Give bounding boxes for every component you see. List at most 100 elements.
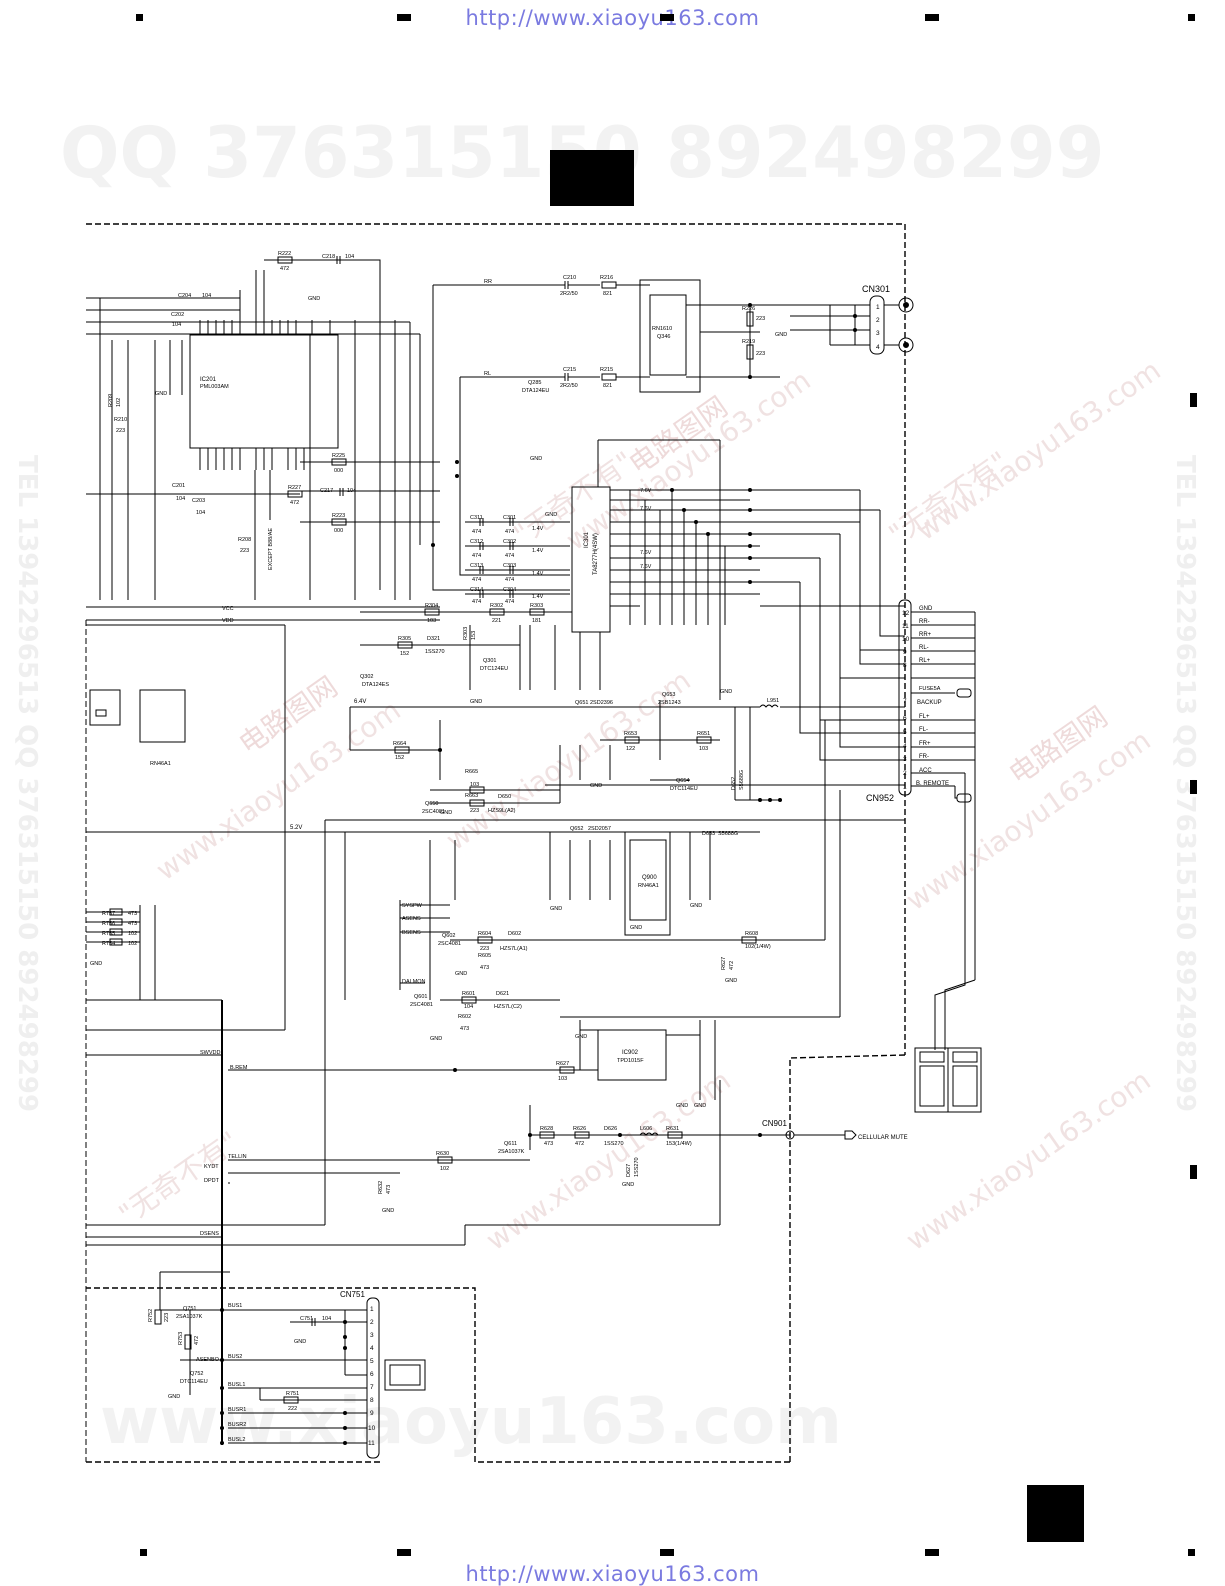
ic201-part: PML003AM <box>200 384 229 390</box>
gnd-label: GND <box>470 699 482 705</box>
transistor-part: 2SA1037K <box>176 1314 203 1320</box>
cn751-pin: 7 <box>370 1384 374 1391</box>
comp-ref: D653 <box>702 831 715 837</box>
transistor-part: 2SB1243 <box>658 700 681 706</box>
comp-ref: R753 <box>178 1332 184 1345</box>
signal-bus1: BUS1 <box>228 1303 242 1309</box>
comp-val: HZS9L(A2) <box>488 808 516 814</box>
transistor-ref: Q654 <box>676 778 689 784</box>
signal-busl1: BUSL1 <box>228 1382 245 1388</box>
cn901-label: CN901 <box>762 1119 787 1128</box>
comp-val: 474 <box>472 529 481 535</box>
signal-rl: RL <box>484 371 491 377</box>
signal-busr1: BUSR1 <box>228 1407 246 1413</box>
gnd-label: GND <box>775 332 787 338</box>
rail-1v4: 1.4V <box>532 594 544 600</box>
comp-ref: R222 <box>278 251 291 257</box>
reg-mark <box>925 14 939 21</box>
comp-val: 153(1/4W) <box>666 1141 692 1147</box>
reg-mark <box>1190 1165 1197 1179</box>
comp-ref: C312 <box>470 539 483 545</box>
comp-ref: R601 <box>462 991 475 997</box>
transistor-ref: Q752 <box>190 1371 203 1377</box>
q900-part: RN46A1 <box>638 883 659 889</box>
comp-ref: R305 <box>398 636 411 642</box>
transistor-part: DTA124ES <box>362 682 389 688</box>
rail-7v6: 7.6V <box>640 488 652 494</box>
comp-ref: R627 <box>721 957 727 970</box>
comp-ref: C204 <box>178 293 191 299</box>
comp-val: 472 <box>575 1141 584 1147</box>
comp-ref: C217 <box>320 488 333 494</box>
ic301-part: TA8277H(4SW) <box>593 533 599 575</box>
signal-tellin: TELLIN <box>228 1154 247 1160</box>
transistor-ref: Q601 <box>414 994 427 1000</box>
comp-ref: R303 <box>463 627 469 640</box>
gnd-label: GND <box>308 296 320 302</box>
comp-val: S5688G <box>739 770 745 790</box>
comp-val: 472 <box>280 266 289 272</box>
cn952-pin-num: 8 <box>903 662 907 669</box>
transistor-part: 2SC4081 <box>422 809 445 815</box>
comp-val: S5688G <box>718 831 738 837</box>
gnd-label: GND <box>690 903 702 909</box>
comp-val: 223 <box>756 351 765 357</box>
comp-ref: L951 <box>767 698 779 704</box>
rail-7v6: 7.6V <box>640 550 652 556</box>
cellular-mute-label: CELLULAR MUTE <box>858 1135 908 1141</box>
comp-ref: R663 <box>465 793 478 799</box>
gnd-label: GND <box>590 783 602 789</box>
ic902-part: TPD1015F <box>617 1058 644 1064</box>
cn952-pin-label: FL- <box>919 727 928 733</box>
signal-dpdt: DPDT <box>204 1178 220 1184</box>
signal-except: EXCEPT B88/AE <box>268 528 274 570</box>
gnd-label: GND <box>294 1339 306 1345</box>
comp-val: 1SS270 <box>425 649 445 655</box>
cn952-pin-label: RL- <box>919 645 929 651</box>
comp-val: 000 <box>334 468 343 474</box>
transistor-ref: Q653 <box>662 692 675 698</box>
comp-ref: R210 <box>114 417 127 423</box>
signal-dsens: DSENS <box>200 1231 219 1237</box>
comp-ref: R632 <box>378 1181 384 1194</box>
comp-val: HZS7L(C2) <box>494 1004 522 1010</box>
comp-val: 102 <box>128 931 137 937</box>
comp-ref: R215 <box>600 367 613 373</box>
cn751-pin: 1 <box>370 1306 374 1313</box>
cn952-pin-label: RR- <box>919 619 930 625</box>
cn301-pin: 2 <box>876 317 880 324</box>
comp-val: 104 <box>202 293 211 299</box>
comp-ref: R631 <box>666 1126 679 1132</box>
comp-val: 104 <box>176 496 185 502</box>
gnd-label: GND <box>155 391 167 397</box>
ic201-ref: IC201 <box>200 377 217 383</box>
gnd-label: GND <box>430 1036 442 1042</box>
comp-ref: C304 <box>503 587 516 593</box>
comp-ref: D626 <box>604 1126 617 1132</box>
transistor-ref: Q651 <box>575 700 588 706</box>
comp-val: 103 <box>699 746 708 752</box>
comp-val: 181 <box>532 618 541 624</box>
gnd-label: GND <box>168 1394 180 1400</box>
cn751-pin: 3 <box>370 1332 374 1339</box>
cn952-pin-num: 6 <box>903 715 907 722</box>
comp-ref: C311 <box>470 515 483 521</box>
cn952-pin-num: 1 <box>903 784 907 791</box>
reg-mark <box>925 1549 939 1556</box>
comp-ref: D652 <box>731 777 737 790</box>
reg-mark <box>136 14 143 21</box>
gnd-label: GND <box>440 810 452 816</box>
gnd-label: GND <box>622 1182 634 1188</box>
comp-val: 473 <box>128 921 137 927</box>
signal-asenbo: ASENBO <box>196 1357 220 1363</box>
comp-ref: D627 <box>626 1164 632 1177</box>
comp-ref: R751 <box>286 1391 299 1397</box>
rail-5v2: 5.2V <box>290 825 302 831</box>
comp-ref: R756 <box>102 921 115 927</box>
cn952-fuse-label: FUSE5A <box>919 686 941 692</box>
cn952-pin-num: 12 <box>902 610 910 617</box>
cn751-pin: 8 <box>370 1397 374 1404</box>
reg-mark <box>397 1549 411 1556</box>
comp-val: 473 <box>480 965 489 971</box>
